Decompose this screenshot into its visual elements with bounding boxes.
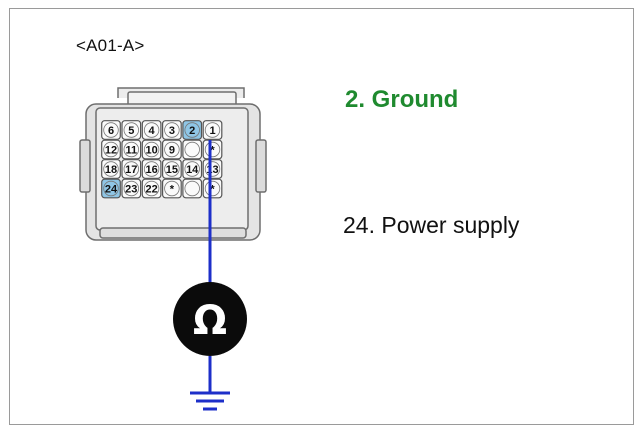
- connector-pin-number: 1: [209, 125, 215, 137]
- connector-pin-unused: *: [210, 145, 215, 157]
- connector-pin-cell: [202, 120, 223, 140]
- connector-pin-number: 17: [125, 164, 137, 176]
- connector-pin-ring: [103, 122, 119, 138]
- connector-pin-ring: [184, 180, 200, 197]
- connector-pin-cell: [202, 139, 223, 160]
- connector-pin-cell: [162, 178, 182, 199]
- connector-pin-cell: [101, 159, 121, 179]
- connector-pin-ring: [123, 180, 140, 197]
- connector-pin-ring: [204, 141, 221, 158]
- connector-pin-ring: [123, 161, 140, 177]
- connector-pin-ring: [164, 180, 180, 197]
- ohmmeter-icon: Ω: [173, 282, 247, 356]
- connector-pin-cell: [101, 120, 121, 140]
- connector-pin-cell: [141, 159, 162, 179]
- connector-pin-number: 5: [128, 125, 134, 137]
- connector-pin-ring: [184, 122, 200, 138]
- connector-pin-number: 16: [145, 164, 157, 176]
- connector-pin-ring: [164, 122, 180, 138]
- connector-pin-ring: [164, 161, 180, 177]
- connector-pin-ring: [143, 180, 160, 197]
- connector-pin-cell: [141, 178, 162, 199]
- connector-pin-ring: [143, 141, 160, 158]
- connector-pin-cell: [182, 178, 203, 199]
- connector-pin-ring: [103, 180, 119, 197]
- connector-pin-ring: [204, 122, 221, 138]
- connector-pin-cell: [162, 120, 182, 140]
- connector-pin-number: 23: [125, 184, 137, 196]
- connector-pin-unused: *: [210, 184, 215, 196]
- connector-pin-cell: [202, 178, 223, 199]
- connector-pin-number: 22: [145, 184, 157, 196]
- connector-pin-cell: [182, 120, 203, 140]
- pin-description-power-supply: 24. Power supply: [343, 212, 520, 238]
- connector-pin-number: 2: [189, 125, 195, 137]
- connector-pin-ring: [103, 161, 119, 177]
- connector-pin-ring: [164, 141, 180, 158]
- connector-pin-number: 12: [105, 145, 117, 157]
- connector-pin-cell: [101, 139, 121, 160]
- ohm-symbol: Ω: [193, 298, 227, 344]
- connector-pin-number: 13: [206, 164, 218, 176]
- connector-pin-ring: [143, 161, 160, 177]
- connector-pin-cell: [141, 120, 162, 140]
- connector-pin-number: 6: [108, 125, 114, 137]
- connector-pin-cell: [162, 139, 182, 160]
- connector-pin-number: 3: [169, 125, 175, 137]
- connector-pin-cell: [121, 159, 142, 179]
- connector-pin-cell: [101, 178, 121, 199]
- connector-pin-number: 24: [105, 184, 118, 196]
- connector-pin-ring: [123, 141, 140, 158]
- connector-label: <A01-A>: [76, 36, 145, 55]
- connector-pin-ring: [184, 161, 200, 177]
- connector-pin-ring: [123, 122, 140, 138]
- ground-icon: [190, 391, 230, 411]
- connector-pin-cell: [141, 139, 162, 160]
- connector-pin-number: 10: [145, 145, 157, 157]
- connector-pin-number: 14: [186, 164, 199, 176]
- connector-pin-cell: [121, 120, 142, 140]
- connector-pin-number: 18: [105, 164, 117, 176]
- connector-pin-unused: *: [170, 184, 175, 196]
- connector-pin-number: 15: [166, 164, 178, 176]
- connector-pin-cell: [182, 159, 203, 179]
- connector-pin-cell: [121, 139, 142, 160]
- connector-pin-number: 9: [169, 145, 175, 157]
- connector-pin-ring: [204, 161, 221, 177]
- pin-description-ground: 2. Ground: [345, 86, 459, 113]
- connector-pin-number: 4: [149, 125, 156, 137]
- connector-pin-ring: [103, 141, 119, 158]
- connector-pin-cell: [121, 178, 142, 199]
- connector-pin-grid: 6 5 4 3 2 1 12 11 10 9 * 18 17 16 15 14 13 24 23 22 * *: [101, 120, 223, 199]
- connector-pin-ring: [184, 141, 200, 158]
- connector-pin-ring: [204, 180, 221, 197]
- connector-pin-number: 11: [125, 145, 137, 157]
- connector-pin-cell: [162, 159, 182, 179]
- connector-pin-ring: [143, 122, 160, 138]
- connector-pin-cell: [202, 159, 223, 179]
- connector-pin-cell: [182, 139, 203, 160]
